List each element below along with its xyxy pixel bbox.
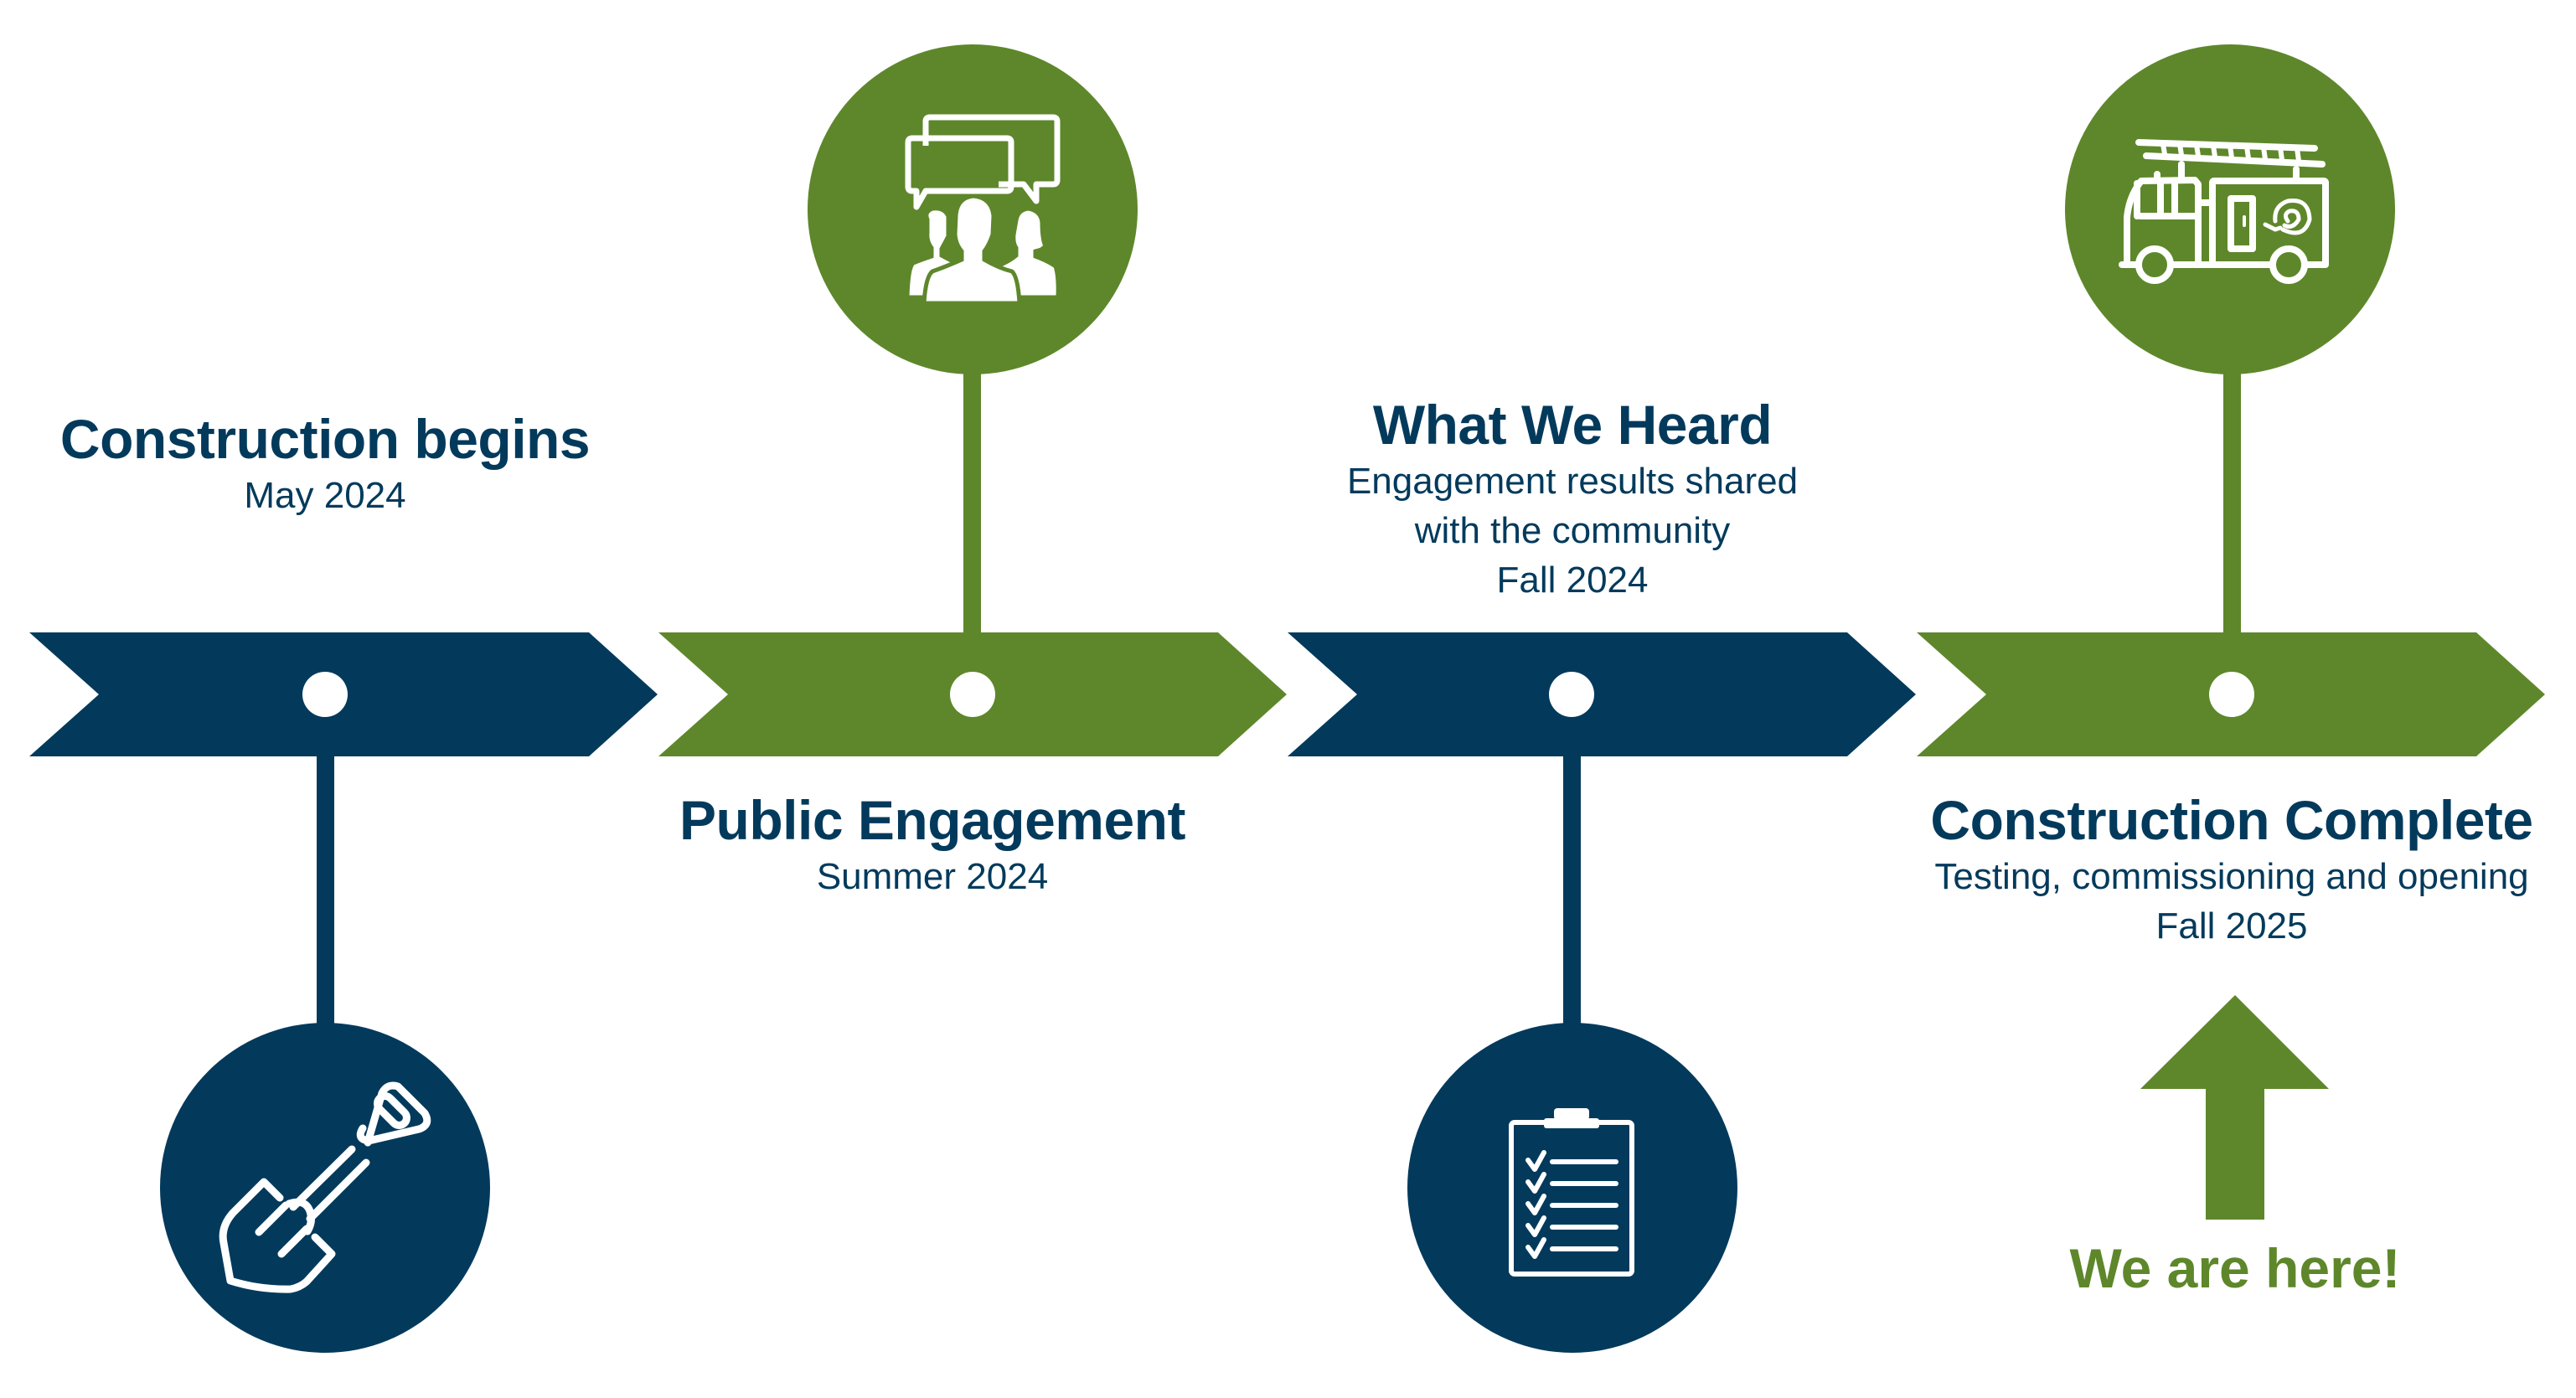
milestone-dot-3 <box>1549 672 1594 717</box>
milestone-label-3: What We Heard Engagement results shared … <box>1347 393 1798 605</box>
icon-badge-3 <box>1407 1023 1737 1353</box>
shovel-icon <box>219 1081 431 1293</box>
milestone-date: May 2024 <box>244 475 406 516</box>
milestone-label-1: Construction begins May 2024 <box>59 407 591 520</box>
we-are-here-label: We are here! <box>2069 1237 2401 1299</box>
milestone-label-4: Construction Complete Testing, commissio… <box>1930 788 2533 951</box>
connector-stem-4 <box>2223 373 2241 632</box>
timeline-chevron-3 <box>1288 632 1916 756</box>
milestone-date: Fall 2024 <box>1496 560 1649 601</box>
milestone-title: What We Heard <box>1372 394 1773 456</box>
milestone-title: Public Engagement <box>679 789 1185 851</box>
milestone-title: Construction begins <box>59 408 591 470</box>
people-speech-bubbles-icon <box>905 114 1061 306</box>
milestone-dot-2 <box>950 672 995 717</box>
milestone-dot-4 <box>2209 672 2254 717</box>
clipboard-checklist-icon <box>1509 1108 1634 1277</box>
icon-badge-1 <box>160 1023 490 1353</box>
connector-stem-2 <box>963 373 981 632</box>
milestone-description: with the community <box>1414 510 1731 551</box>
connector-stem-1 <box>317 756 334 1026</box>
milestone-label-2: Public Engagement Summer 2024 <box>679 788 1185 901</box>
milestone-description: Engagement results shared <box>1346 461 1799 502</box>
milestone-description: Testing, commissioning and opening <box>1934 856 2529 897</box>
milestone-title: Construction Complete <box>1930 789 2533 851</box>
fire-truck-icon <box>2119 139 2329 284</box>
milestone-date: Summer 2024 <box>816 856 1049 897</box>
milestone-dot-1 <box>302 672 348 717</box>
connector-stem-3 <box>1563 756 1581 1026</box>
milestone-date: Fall 2025 <box>2155 905 2308 947</box>
up-arrow-icon <box>2140 995 2329 1220</box>
